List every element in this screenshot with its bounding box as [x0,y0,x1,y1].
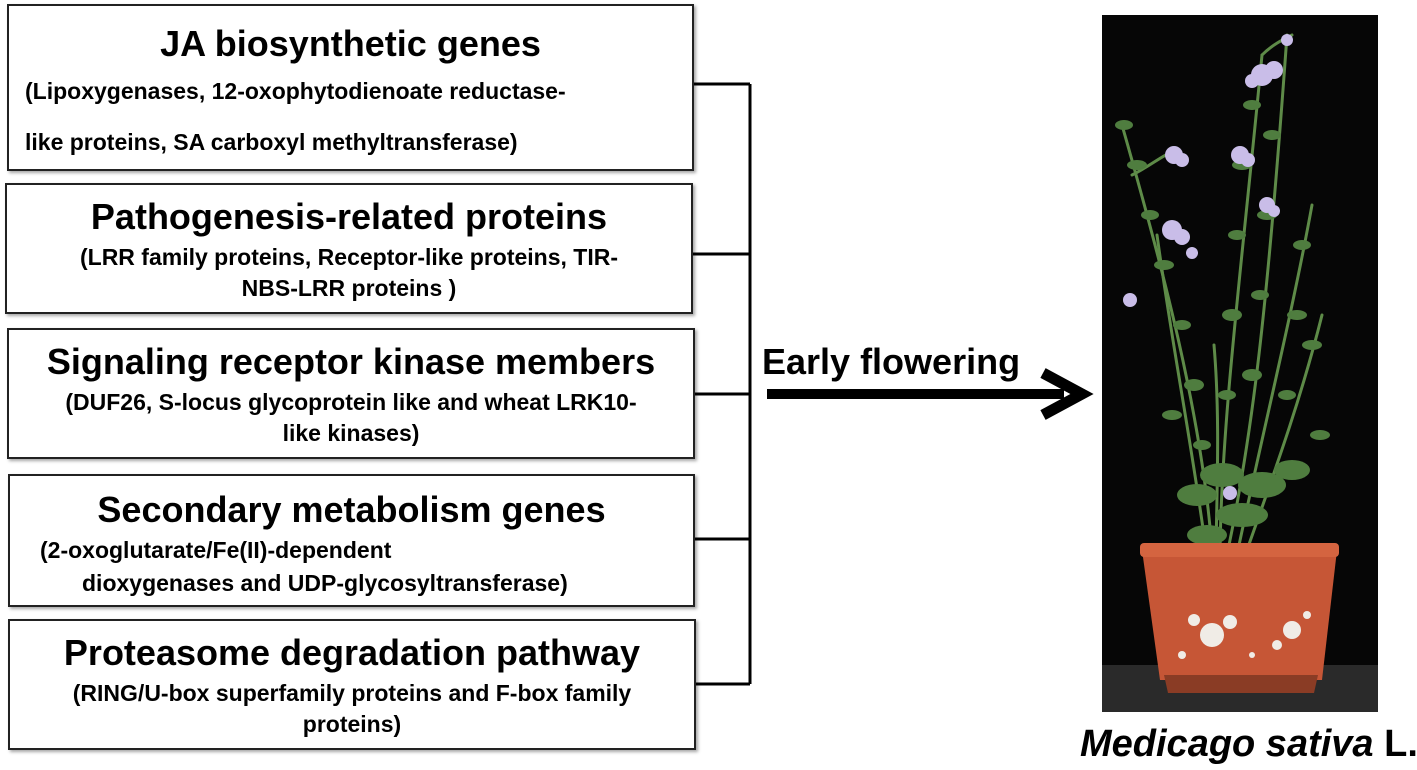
arrow-label: Early flowering [762,341,1021,382]
category-title: JA biosynthetic genes [160,23,541,64]
category-detail-line: (RING/U-box superfamily proteins and F-b… [72,680,632,706]
category-box-signaling: Signaling receptor kinase members (DUF26… [7,328,695,459]
category-title: Signaling receptor kinase members [46,341,656,382]
category-detail-line: like kinases) [282,420,420,446]
category-box-ja: JA biosynthetic genes (Lipoxygenases, 12… [7,4,694,171]
category-box-secondary-metabolism: Secondary metabolism genes (2-oxoglutara… [8,474,695,607]
species-caption: Medicago sativa L. [1080,722,1417,766]
category-box-proteasome: Proteasome degradation pathway (RING/U-b… [8,619,696,750]
category-detail-line: like proteins, SA carboxyl methyltransfe… [25,129,518,155]
category-title: Pathogenesis-related proteins [90,196,608,237]
category-detail-line: (LRR family proteins, Receptor-like prot… [79,244,619,270]
category-detail-line: (Lipoxygenases, 12-oxophytodienoate redu… [25,78,566,104]
flower-pot [1142,550,1337,680]
category-title: Proteasome degradation pathway [63,632,641,673]
species-authority: L. [1373,723,1417,765]
category-detail-line: (DUF26, S-locus glycoprotein like and wh… [65,389,637,415]
category-detail-line: NBS-LRR proteins ) [241,275,457,301]
medicago-plant-photo [1102,15,1378,712]
category-detail-line: (2-oxoglutarate/Fe(II)-dependent [40,537,392,563]
species-name: Medicago sativa [1080,723,1374,765]
right-arrow-icon [767,368,1094,420]
category-detail-line: proteins) [302,711,402,737]
category-title: Secondary metabolism genes [97,489,606,530]
category-box-pathogenesis: Pathogenesis-related proteins (LRR famil… [5,183,693,314]
category-detail-line: dioxygenases and UDP-glycosyltransferase… [82,570,568,596]
